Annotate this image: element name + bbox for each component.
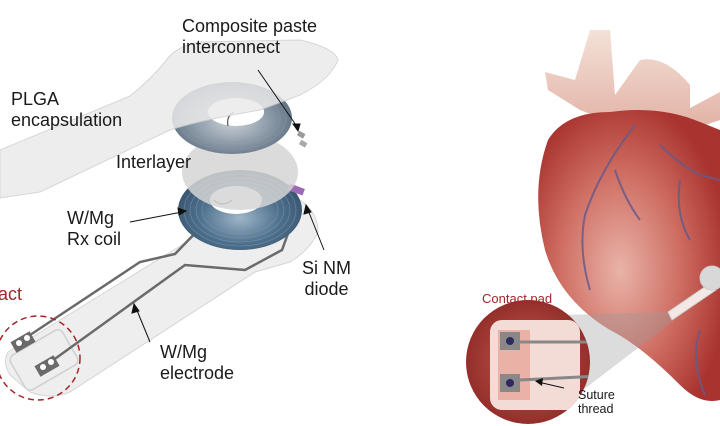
label-line: encapsulation [11, 110, 123, 130]
plga-encapsulation-layer [0, 39, 339, 199]
label-line: W/Mg [67, 208, 114, 228]
label-electrode: W/Mg electrode [160, 342, 234, 384]
label-line: Composite paste [182, 16, 318, 36]
label-suture-thread: Suture thread [578, 388, 615, 416]
label-contact-partial: act [0, 284, 23, 304]
contact-pad-inset [466, 300, 590, 424]
contact-pads [10, 331, 60, 377]
composite-paste-squares [296, 130, 308, 148]
magnification-cone [560, 312, 672, 400]
label-composite-paste: Composite paste interconnect [182, 16, 317, 58]
label-line: Si NM [302, 258, 351, 278]
heart-body [538, 109, 720, 401]
label-line: electrode [160, 363, 235, 383]
label-rx-coil: W/Mg Rx coil [67, 208, 121, 250]
label-line: thread [578, 402, 614, 416]
coronary-vessels [581, 124, 720, 396]
label-line: Suture [578, 388, 615, 402]
label-diode: Si NM diode [302, 258, 351, 300]
label-line: PLGA [11, 89, 60, 109]
interlayer-disc [182, 134, 298, 210]
electrode-traces [17, 227, 292, 368]
implanted-device [667, 265, 720, 321]
label-line: Rx coil [67, 229, 122, 249]
label-contact-pad: Contact pad [482, 291, 553, 306]
annotation-arrows [129, 69, 325, 343]
heart-vessels [545, 30, 720, 140]
label-line: interconnect [182, 37, 281, 57]
label-line: diode [304, 279, 349, 299]
heart-illustration [538, 30, 720, 401]
label-interlayer: Interlayer [116, 152, 192, 172]
contact-highlight-circle [0, 315, 81, 401]
label-line: W/Mg [160, 342, 207, 362]
label-plga: PLGA encapsulation [11, 89, 122, 131]
